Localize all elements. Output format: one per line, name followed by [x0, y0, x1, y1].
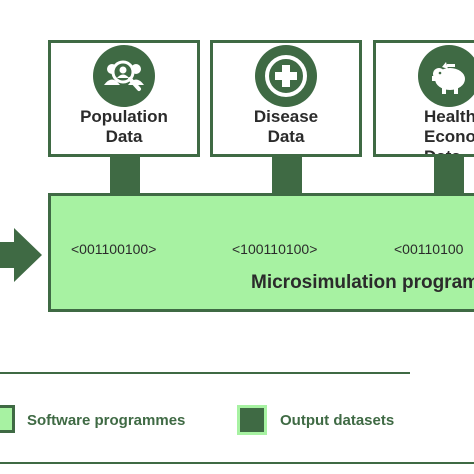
- binary-code-3: <00110100: [394, 241, 464, 257]
- piggy-bank-icon: [418, 45, 474, 107]
- binary-code-2: <100110100>: [232, 241, 318, 257]
- population-search-icon: [93, 45, 155, 107]
- legend-bottom-divider: [0, 462, 474, 464]
- population-data-box: Population Data: [48, 40, 200, 157]
- disease-data-box: Disease Data: [210, 40, 362, 157]
- microsimulation-program-label: Microsimulation programme: [251, 272, 474, 293]
- output-datasets-label: Output datasets: [280, 412, 395, 429]
- health-economic-data-box: Health Economic Data: [373, 40, 474, 157]
- connector-population: [110, 157, 140, 193]
- population-data-label: Population Data: [80, 107, 168, 146]
- output-datasets-swatch: [237, 405, 267, 435]
- binary-code-1: <001100100>: [71, 241, 157, 257]
- medical-cross-icon: [255, 45, 317, 107]
- connector-health-economic: [434, 157, 464, 193]
- microsimulation-program-box: <001100100> <100110100> <00110100 Micros…: [48, 193, 474, 312]
- disease-data-label: Disease Data: [253, 107, 319, 146]
- software-programmes-swatch: [0, 405, 15, 433]
- software-programmes-label: Software programmes: [27, 412, 186, 429]
- legend-top-divider: [0, 372, 410, 374]
- connector-disease: [272, 157, 302, 193]
- health-economic-data-label: Health Economic Data: [424, 107, 474, 157]
- input-arrow: [0, 228, 42, 282]
